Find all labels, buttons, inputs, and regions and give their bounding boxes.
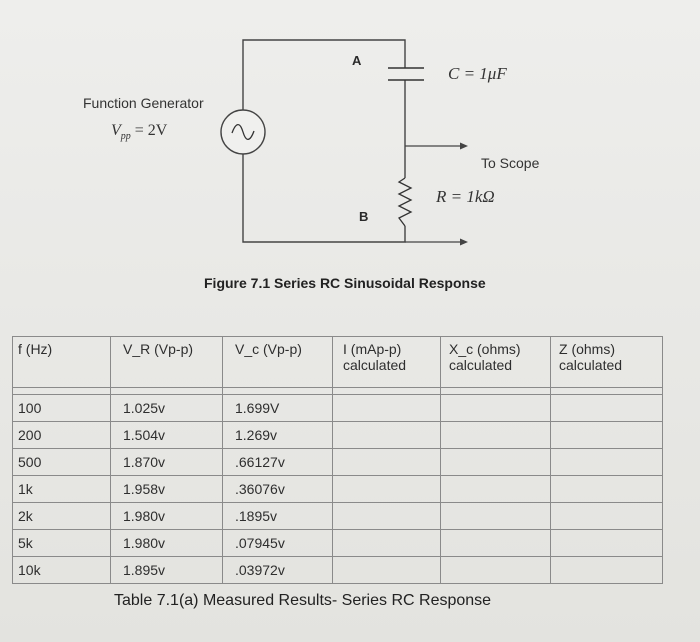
cell-impedance — [550, 529, 663, 557]
header-xc-label: X_c (ohms) — [449, 341, 521, 357]
cell-vr: 1.895v — [110, 556, 223, 584]
cell-current — [332, 448, 441, 476]
header-current-sub: calculated — [343, 357, 407, 373]
figure-caption: Figure 7.1 Series RC Sinusoidal Response — [204, 275, 486, 291]
ac-source-icon — [220, 109, 266, 155]
cell-impedance — [550, 502, 663, 530]
function-generator-label: Function Generator — [83, 95, 204, 111]
cell-vr: 1.025v — [110, 394, 223, 422]
cell-current — [332, 394, 441, 422]
header-frequency-label: f (Hz) — [18, 341, 53, 357]
table-gap-row — [12, 387, 663, 395]
cell-frequency: 500 — [12, 448, 111, 476]
cell-xc — [440, 448, 551, 476]
cell-xc — [440, 502, 551, 530]
cell-impedance — [550, 421, 663, 449]
cell-current — [332, 421, 441, 449]
cell-vc: .1895v — [222, 502, 333, 530]
cell-vc: 1.269v — [222, 421, 333, 449]
header-impedance-label: Z (ohms) — [559, 341, 615, 357]
cell-frequency: 1k — [12, 475, 111, 503]
vpp-label: Vpp = 2V — [111, 122, 167, 142]
cell-vr: 1.958v — [110, 475, 223, 503]
header-xc: X_c (ohms) calculated — [440, 336, 551, 388]
header-current: I (mAp-p) calculated — [332, 336, 441, 388]
header-vr: V_R (Vp-p) — [110, 336, 223, 388]
header-vc-label: V_c (Vp-p) — [235, 341, 302, 357]
cell-vc: 1.699V — [222, 394, 333, 422]
resistor-symbol — [397, 177, 413, 227]
header-frequency: f (Hz) — [12, 336, 111, 388]
header-xc-sub: calculated — [449, 357, 513, 373]
cell-frequency: 100 — [12, 394, 111, 422]
header-impedance-sub: calculated — [559, 357, 623, 373]
scope-arrow-top — [405, 142, 468, 150]
cell-xc — [440, 421, 551, 449]
results-table: f (Hz) V_R (Vp-p) V_c (Vp-p) I (mAp-p) c… — [12, 336, 663, 584]
cell-vc: .03972v — [222, 556, 333, 584]
header-vc: V_c (Vp-p) — [222, 336, 333, 388]
circuit-diagram — [220, 39, 468, 246]
cell-vr: 1.980v — [110, 529, 223, 557]
cell-impedance — [550, 394, 663, 422]
cell-impedance — [550, 556, 663, 584]
cell-current — [332, 529, 441, 557]
table-header-row: f (Hz) V_R (Vp-p) V_c (Vp-p) I (mAp-p) c… — [12, 336, 663, 388]
cell-impedance — [550, 448, 663, 476]
node-b-label: B — [359, 209, 369, 224]
cell-frequency: 200 — [12, 421, 111, 449]
cell-frequency: 10k — [12, 556, 111, 584]
vpp-subscript: pp — [120, 131, 131, 143]
table-caption: Table 7.1(a) Measured Results- Series RC… — [114, 592, 492, 609]
cell-xc — [440, 556, 551, 584]
header-vr-label: V_R (Vp-p) — [123, 341, 194, 357]
cell-frequency: 2k — [12, 502, 111, 530]
cell-vc: .66127v — [222, 448, 333, 476]
cell-vr: 1.980v — [110, 502, 223, 530]
resistor-label: R = 1kΩ — [436, 187, 495, 206]
wire-top — [242, 39, 406, 120]
cell-vc: .36076v — [222, 475, 333, 503]
node-a-label: A — [352, 53, 362, 68]
cell-vr: 1.504v — [110, 421, 223, 449]
cell-xc — [440, 394, 551, 422]
cell-vr: 1.870v — [110, 448, 223, 476]
to-scope-label: To Scope — [481, 155, 540, 171]
cell-impedance — [550, 475, 663, 503]
cell-current — [332, 502, 441, 530]
cell-xc — [440, 529, 551, 557]
capacitor-label: C = 1μF — [448, 64, 507, 83]
vpp-symbol: V — [111, 122, 121, 139]
header-impedance: Z (ohms) calculated — [550, 336, 663, 388]
capacitor-symbol — [388, 67, 424, 81]
cell-vc: .07945v — [222, 529, 333, 557]
header-current-label: I (mAp-p) — [343, 341, 402, 357]
cell-xc — [440, 475, 551, 503]
cell-frequency: 5k — [12, 529, 111, 557]
wire-bottom — [242, 144, 406, 243]
scope-arrow-bottom — [405, 238, 468, 246]
cell-current — [332, 475, 441, 503]
cell-current — [332, 556, 441, 584]
vpp-value: = 2V — [134, 122, 168, 139]
